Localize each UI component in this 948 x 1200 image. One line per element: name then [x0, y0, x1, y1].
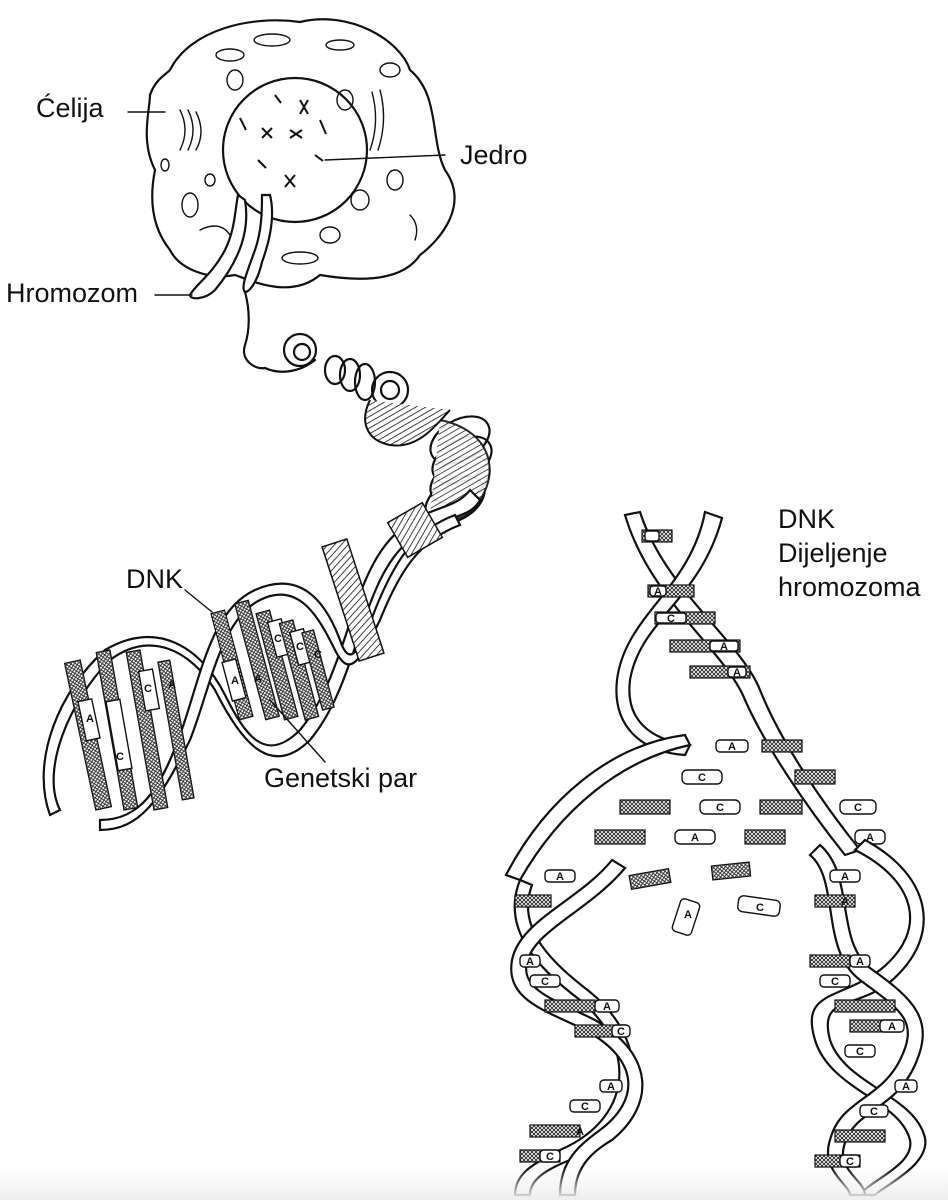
dna-replication: A C A A A C C C A — [504, 510, 927, 1197]
label-base-pair: Genetski par — [264, 763, 418, 793]
bottom-fade — [0, 1168, 948, 1200]
base-label-c: C — [116, 751, 124, 763]
cell-membrane — [145, 18, 456, 289]
label-nucleus: Jedro — [460, 140, 528, 170]
organelles — [160, 33, 418, 265]
free-base-c: C — [756, 902, 764, 914]
base-label-c-5: C — [314, 649, 322, 661]
rep-base-a-2: A — [720, 641, 728, 653]
label-dna: DNK — [126, 564, 184, 594]
dr-base-a-3: A — [856, 956, 864, 968]
chromosomes-in-nucleus — [239, 94, 327, 188]
daughter-helix-right: A A A C A C A C C — [808, 838, 927, 1197]
leader-lines — [127, 111, 446, 763]
base-label-a-2: A — [168, 679, 176, 691]
free-base-a: A — [684, 909, 692, 921]
base-label-c-2: C — [144, 683, 152, 695]
dl-base-a-3: A — [603, 1001, 611, 1013]
base-pairs: A C C A A A C C C — [63, 501, 444, 811]
dr-base-c-2: C — [856, 1046, 864, 1058]
dl-base-a-4: A — [607, 1081, 615, 1093]
label-division-line2: Dijeljenje — [778, 538, 888, 568]
label-division-line3: hromozoma — [778, 572, 921, 602]
rep-base-a: A — [654, 586, 662, 598]
dr-base-c-3: C — [870, 1106, 878, 1118]
dr-base-c: C — [831, 976, 839, 988]
nucleus — [221, 76, 369, 224]
rep-base-c: C — [667, 613, 675, 625]
dna-helix-left: A C C A A A C C C — [42, 488, 482, 832]
daughter-helix-left: A A C A C A C A C — [510, 858, 644, 1197]
sep-base-c-2: C — [716, 802, 724, 814]
base-label-c-3: C — [274, 633, 282, 645]
rep-base-a-3: A — [733, 667, 741, 679]
sep-base-a-2: A — [691, 832, 699, 844]
base-label-a-3: A — [231, 675, 239, 687]
dl-base-c-2: C — [617, 1026, 625, 1038]
dl-base-c-3: C — [581, 1101, 589, 1113]
label-cell: Ćelija — [36, 93, 104, 123]
base-label-a: A — [86, 713, 94, 725]
dr-base-c-4: C — [846, 1156, 854, 1168]
dl-base-a-5: A — [576, 1126, 584, 1138]
dr-base-a-4: A — [888, 1021, 896, 1033]
label-chromosome: Hromozom — [6, 278, 139, 308]
base-label-c-4: C — [296, 641, 304, 653]
sep-base-c-3: C — [854, 802, 862, 814]
dl-base-c: C — [541, 976, 549, 988]
top-base-pairs: A C A A — [641, 529, 751, 679]
sep-base-a: A — [728, 741, 736, 753]
dl-base-a-2: A — [526, 956, 534, 968]
chromosome-arm — [188, 193, 248, 300]
dr-base-a-5: A — [902, 1081, 910, 1093]
dl-base-c-4: C — [546, 1151, 554, 1163]
sep-base-c: C — [698, 772, 706, 784]
base-label-a-4: A — [254, 673, 262, 685]
sep-base-a-3: A — [866, 832, 874, 844]
separating-base-pairs: A C C C A A A C — [594, 739, 886, 936]
label-division-line1: DNK — [778, 504, 836, 534]
dr-base-a: A — [841, 871, 849, 883]
cell-illustration — [145, 18, 456, 300]
dr-base-a-2: A — [841, 896, 849, 908]
dl-base-a: A — [556, 871, 564, 883]
